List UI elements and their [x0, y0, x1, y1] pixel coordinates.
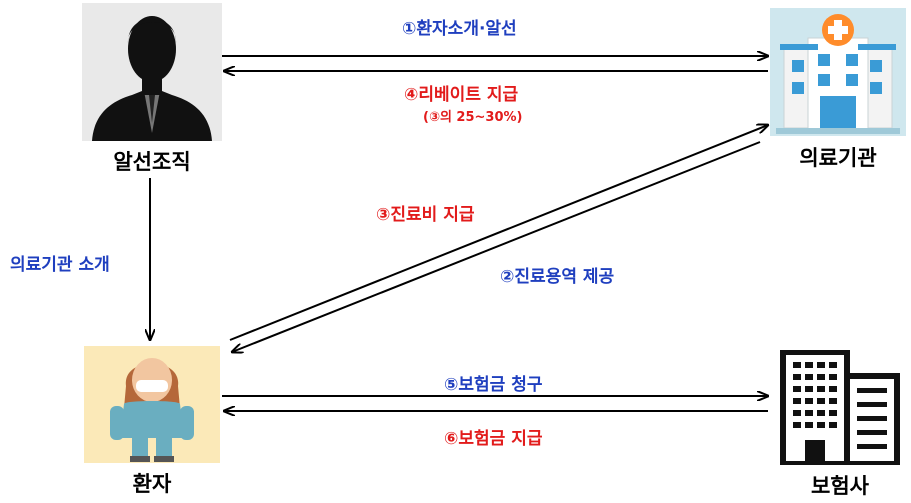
arrow-fee [229, 125, 768, 341]
service-label: ②진료용역 제공 [500, 267, 615, 287]
payout-label: ⑥보험금 지급 [444, 429, 543, 449]
hospital-label: 의료기관 [799, 146, 877, 170]
fee-label: ③진료비 지급 [376, 205, 475, 225]
intro-label: 의료기관 소개 [10, 255, 110, 275]
insurer-label: 보험사 [811, 474, 869, 498]
patient-icon [84, 346, 220, 463]
patient-label: 환자 [132, 472, 172, 496]
broker-silhouette-icon [82, 3, 222, 141]
referral-label: ①환자소개·알선 [402, 19, 517, 39]
hospital-icon [770, 8, 906, 136]
arrow-service [232, 141, 761, 352]
insurer-building-icon [775, 350, 905, 465]
broker-label: 알선조직 [113, 150, 191, 174]
claim-label: ⑤보험금 청구 [444, 375, 543, 395]
rebate-note-label: (③의 25~30%) [423, 110, 523, 125]
rebate-label: ④리베이트 지급 [404, 85, 519, 105]
